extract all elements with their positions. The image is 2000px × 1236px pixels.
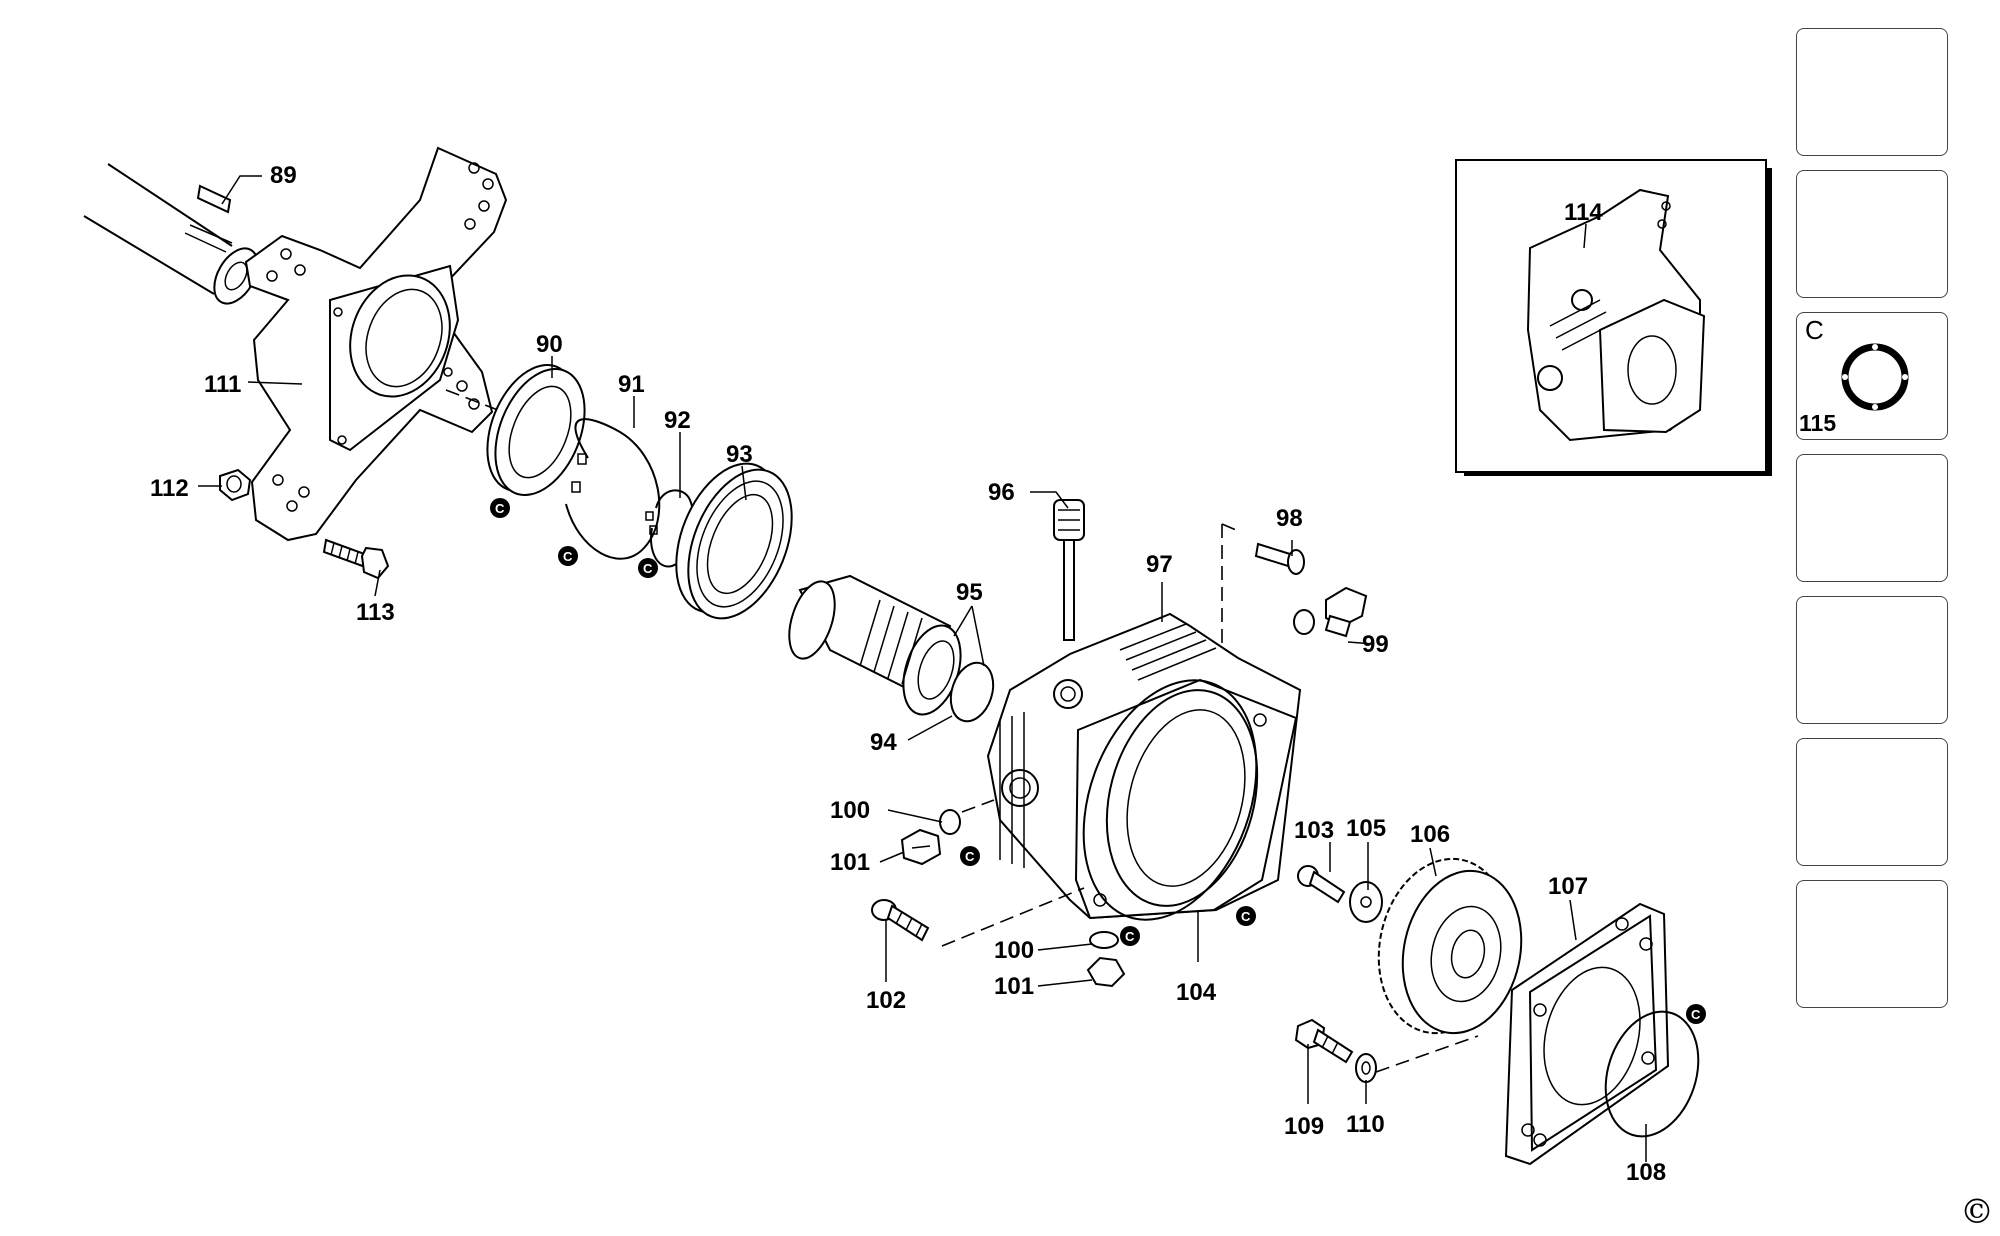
- sidebar-slot-5: [1796, 596, 1948, 724]
- ball-bearing: [675, 462, 793, 620]
- label-94: 94: [870, 729, 897, 756]
- label-97: 97: [1146, 551, 1173, 578]
- label-96: 96: [988, 479, 1015, 506]
- spring-washer: [1355, 1053, 1377, 1083]
- label-90: 90: [536, 331, 563, 358]
- kit-marker-icon: C: [558, 546, 578, 566]
- svg-text:C: C: [495, 501, 505, 516]
- drain-plug-lower: [1086, 931, 1126, 988]
- label-101-upper: 101: [830, 849, 870, 876]
- label-109: 109: [1284, 1113, 1324, 1140]
- label-103: 103: [1294, 817, 1334, 844]
- label-106: 106: [1410, 821, 1450, 848]
- filler-plug: [1293, 586, 1368, 638]
- label-112: 112: [150, 475, 189, 502]
- sidebar-slot-4: [1796, 454, 1948, 582]
- label-91: 91: [618, 371, 645, 398]
- label-111: 111: [204, 371, 241, 398]
- gasket-icon: [1841, 343, 1909, 411]
- cover-bolt: [1254, 542, 1305, 575]
- gearbox-housing: [986, 612, 1302, 920]
- label-95: 95: [956, 579, 983, 606]
- sidebar-slot-kit: C 115: [1796, 312, 1948, 440]
- label-102: 102: [866, 987, 906, 1014]
- cover-fixing-bolt: [1294, 1018, 1354, 1064]
- svg-text:C: C: [643, 561, 653, 576]
- svg-text:C: C: [1125, 929, 1135, 944]
- label-110: 110: [1346, 1111, 1385, 1138]
- dipstick: [1053, 499, 1085, 641]
- oil-seal: [486, 363, 586, 497]
- kit-marker-icon: C: [1236, 906, 1256, 926]
- spur-gear: [1377, 857, 1523, 1035]
- label-108: 108: [1626, 1159, 1666, 1186]
- kit-marker-icon: C: [1686, 1004, 1706, 1024]
- flange-bolt: [322, 538, 390, 580]
- pinion-shaft: [788, 574, 962, 716]
- kit-letter: C: [1805, 315, 1824, 345]
- label-105: 105: [1346, 815, 1386, 842]
- shaft-key: [196, 175, 262, 214]
- gear-washer: [1349, 881, 1383, 923]
- label-101-lower: 101: [994, 973, 1034, 1000]
- drive-shaft: [83, 163, 259, 305]
- end-cover: [1504, 902, 1670, 1166]
- large-circlip: [565, 418, 661, 560]
- label-107: 107: [1548, 873, 1588, 900]
- callout-labels: 89 90 91 92 93 94 95 96 97 98 99 100 101…: [150, 162, 1666, 1186]
- kit-marker-icon: C: [638, 558, 658, 578]
- svg-text:C: C: [1691, 1007, 1701, 1022]
- svg-text:C: C: [563, 549, 573, 564]
- label-104: 104: [1176, 979, 1217, 1006]
- label-100-upper: 100: [830, 797, 870, 824]
- end-cap: [949, 661, 995, 723]
- label-98: 98: [1276, 505, 1303, 532]
- nut: [219, 468, 252, 502]
- label-93: 93: [726, 441, 753, 468]
- kit-marker-icon: C: [960, 846, 980, 866]
- housing-bolt: [871, 899, 930, 942]
- sidebar-slot-7: [1796, 880, 1948, 1008]
- leader-lines: [198, 356, 1647, 1162]
- mounting-flange: [244, 146, 508, 542]
- svg-text:C: C: [965, 849, 975, 864]
- assembly-inset: 114: [1455, 159, 1772, 476]
- label-100-lower: 100: [994, 937, 1034, 964]
- label-99: 99: [1362, 631, 1389, 658]
- kit-number: 115: [1799, 410, 1837, 436]
- label-89: 89: [270, 162, 297, 189]
- gear-bolt: [1297, 865, 1346, 904]
- label-92: 92: [664, 407, 691, 434]
- sidebar-slot-6: [1796, 738, 1948, 866]
- label-114: 114: [1564, 199, 1603, 226]
- svg-text:C: C: [1241, 909, 1251, 924]
- copyright-mark: ©: [1960, 1192, 1994, 1232]
- kit-marker-icon: C: [1120, 926, 1140, 946]
- cover-o-ring: [1604, 1010, 1700, 1138]
- kit-markers: C C C C C C C: [490, 498, 1706, 1024]
- sidebar-slot-2: [1796, 170, 1948, 298]
- housing-o-ring: [1082, 679, 1258, 921]
- assembly-lines: [941, 523, 1479, 1073]
- label-113: 113: [356, 599, 395, 626]
- drain-plug-upper: [900, 809, 961, 866]
- sidebar-slot-1: [1796, 28, 1948, 156]
- kit-marker-icon: C: [490, 498, 510, 518]
